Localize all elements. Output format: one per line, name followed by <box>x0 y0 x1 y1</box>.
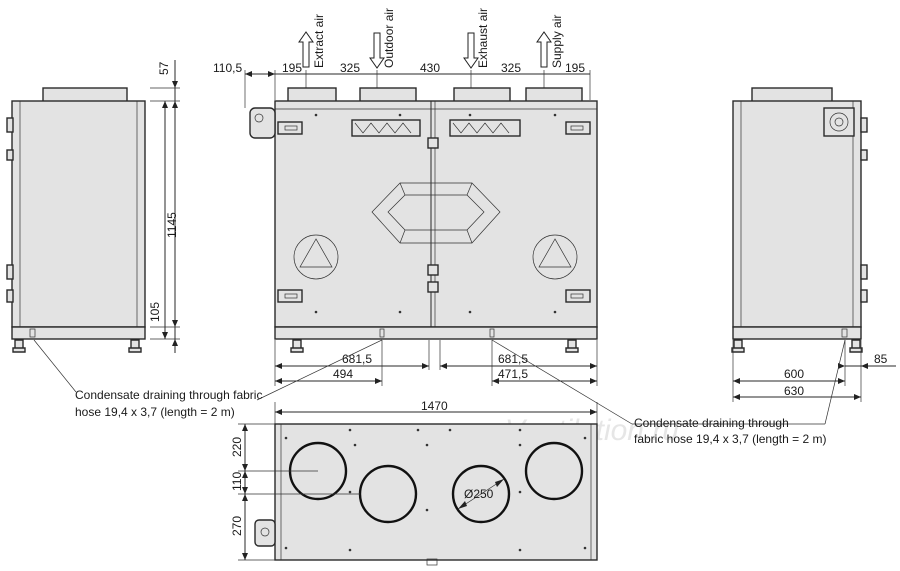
note-left-line2: hose 19,4 x 3,7 (length = 2 m) <box>75 405 235 419</box>
right-view-foot-right <box>849 339 863 353</box>
left-view-latch-upper <box>6 149 14 161</box>
left-view-latch-bottom <box>6 289 14 303</box>
note-left-line1: Condensate draining through fabric <box>75 388 262 402</box>
handle-bottom-left <box>277 289 303 303</box>
note-right-line1: Condensate draining through <box>634 416 789 430</box>
hinge-top <box>427 137 439 149</box>
dim-left-short: 494 <box>333 367 353 381</box>
dim-top-5: 195 <box>565 61 585 75</box>
grille-left <box>351 119 421 137</box>
bottom-view-electric-box <box>254 519 276 547</box>
dim-top-4: 325 <box>501 61 521 75</box>
right-view-base <box>732 326 862 340</box>
bottom-view-plate <box>274 423 598 561</box>
airflow-labels: Extract air Outdoor air Exhaust air Supp… <box>298 8 564 69</box>
right-side-view: 600 630 85 <box>731 87 896 402</box>
dim-top-1: 195 <box>282 61 302 75</box>
supply-air-arrow-icon <box>536 31 552 68</box>
dim-unit-height: 1145 <box>165 212 179 238</box>
outdoor-air-arrow-icon <box>369 32 385 69</box>
handle-top-right <box>565 121 591 135</box>
front-view-base <box>274 326 598 340</box>
dim-top-3: 430 <box>420 61 440 75</box>
left-view-foot-left <box>12 339 26 353</box>
condensate-notes: Condensate draining through fabric hose … <box>33 339 846 446</box>
fan-left-icon <box>293 234 339 280</box>
dim-right-view-total: 630 <box>784 384 804 398</box>
dim-bottom-length: 1470 <box>421 399 448 413</box>
dim-bottom-v2: 110 <box>230 472 244 491</box>
dim-right-short: 471,5 <box>498 367 528 381</box>
spigot-exhaust <box>453 87 511 103</box>
dim-right-view-inner: 600 <box>784 367 804 381</box>
hinge-bottom <box>427 281 439 293</box>
spigot-extract <box>287 87 337 103</box>
grille-right <box>449 119 521 137</box>
dim-top-2: 325 <box>340 61 360 75</box>
note-right-line2: fabric hose 19,4 x 3,7 (length = 2 m) <box>634 432 826 446</box>
main-switch-box <box>823 107 855 137</box>
right-view-foot-left <box>731 339 745 353</box>
dim-offset: 110,5 <box>213 61 242 75</box>
left-view-cabinet <box>11 100 146 328</box>
dim-left-long: 681,5 <box>342 352 372 366</box>
left-view-latch-lower <box>6 264 14 280</box>
left-view-foot-right <box>128 339 142 353</box>
spigot-supply <box>525 87 583 103</box>
left-side-view: 57 1145 105 <box>6 60 180 353</box>
spigot-outdoor <box>359 87 417 103</box>
dim-base-height: 105 <box>148 302 162 322</box>
label-exhaust-air: Exhaust air <box>476 8 490 68</box>
right-view-cabinet <box>732 100 862 328</box>
dim-bottom-v1: 220 <box>230 437 244 457</box>
fan-right-icon <box>532 234 578 280</box>
front-view: 681,5 494 681,5 471,5 <box>249 87 598 386</box>
hinge-mid <box>427 264 439 276</box>
left-view-base <box>11 326 146 340</box>
exhaust-air-arrow-icon <box>463 32 479 69</box>
right-view-spigot <box>751 87 833 103</box>
dim-right-view-offset: 85 <box>874 352 888 366</box>
top-dimensions: 110,5 195 325 430 325 195 <box>213 61 591 108</box>
main-switch-icon <box>829 112 849 132</box>
front-view-cabinet <box>274 100 598 328</box>
electric-box <box>249 107 276 139</box>
duct-exhaust-circle <box>451 464 511 524</box>
bottom-view: 1470 Ø250 <box>230 399 598 566</box>
front-view-foot-right <box>565 339 579 353</box>
handle-bottom-right <box>565 289 591 303</box>
label-outdoor-air: Outdoor air <box>382 8 396 68</box>
extract-air-arrow-icon <box>298 31 314 68</box>
front-view-foot-left <box>290 339 304 353</box>
dim-right-long: 681,5 <box>498 352 528 366</box>
left-view-spigot <box>42 87 128 103</box>
duct-supply-circle <box>524 441 584 501</box>
dim-spigot-height: 57 <box>157 61 171 75</box>
handle-top-left <box>277 121 303 135</box>
dim-bottom-v3: 270 <box>230 516 244 536</box>
label-supply-air: Supply air <box>550 15 564 68</box>
dim-duct-diameter: Ø250 <box>464 487 494 501</box>
left-view-latch-top <box>6 117 14 133</box>
label-extract-air: Extract air <box>312 14 326 68</box>
